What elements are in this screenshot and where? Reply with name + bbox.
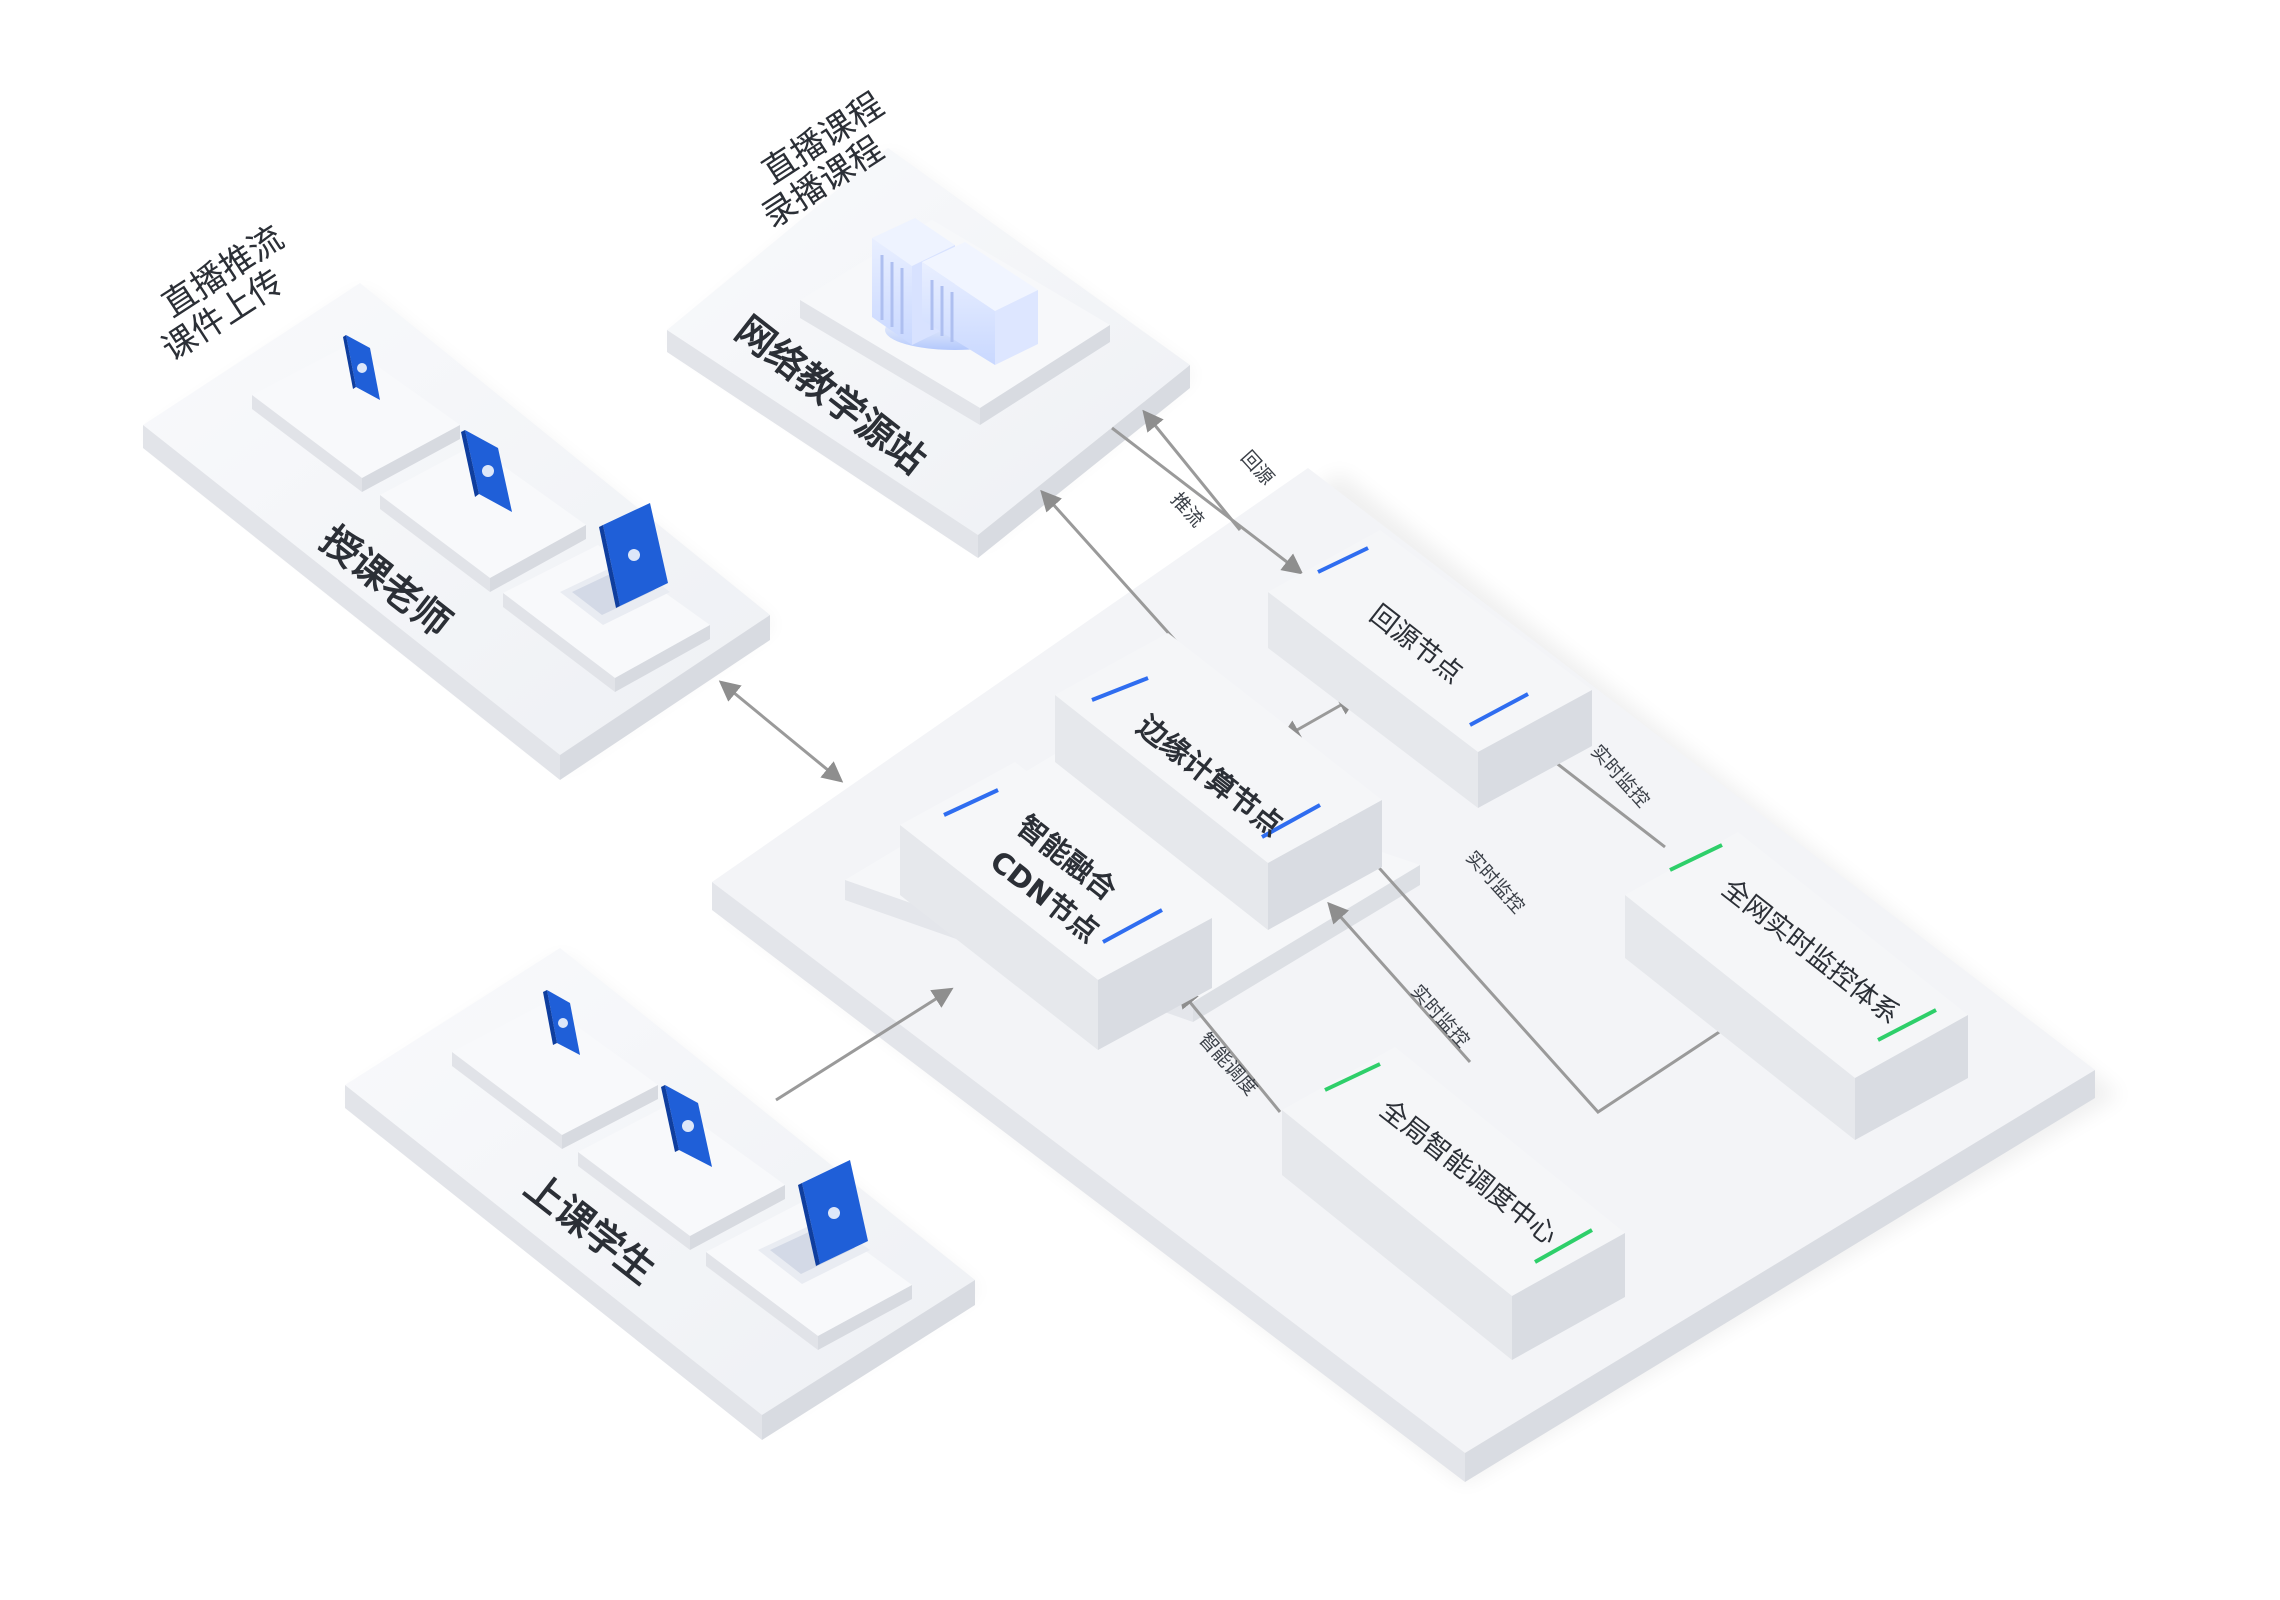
teacher-phone-icon xyxy=(343,335,380,400)
edge-node-block xyxy=(1055,633,1382,930)
origin-node-block xyxy=(1268,530,1592,808)
push-stream-arrow xyxy=(1111,426,1304,575)
dispatch-center-block xyxy=(1282,1047,1625,1360)
teacher-cdn-arrow xyxy=(718,680,844,783)
monitor-system-block xyxy=(1625,832,1968,1140)
teacher-platform xyxy=(143,283,775,780)
dispatch-edge-arrow xyxy=(1327,901,1472,1063)
teacher-laptop-icon xyxy=(560,503,670,625)
cdn-node-block xyxy=(900,762,1212,1050)
dispatch-cdn-arrow xyxy=(1177,986,1282,1113)
teacher-tablet-icon xyxy=(461,430,512,512)
student-laptop-icon xyxy=(758,1160,870,1284)
student-tablet-icon xyxy=(661,1085,712,1167)
student-cdn-arrow xyxy=(775,987,954,1102)
back-to-source-arrow xyxy=(1142,409,1242,531)
source-site-platform xyxy=(667,148,1195,558)
server-icon xyxy=(872,218,1038,365)
back-to-source-label: 回源 xyxy=(1236,447,1278,490)
student-platform xyxy=(345,948,980,1440)
student-phone-icon xyxy=(543,990,580,1055)
